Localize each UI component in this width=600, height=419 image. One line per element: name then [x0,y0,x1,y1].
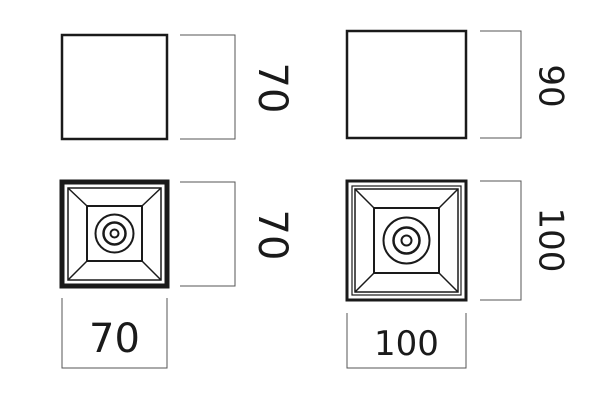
large-front-frame-2 [351,185,462,296]
small-front-bevel-tl [67,187,88,207]
large-front-lens-inner [400,234,413,247]
small-front-lens-outer [94,213,135,254]
small-front-view: 70 70 [59,179,295,369]
small-side-view: 70 [60,33,295,141]
large-front-inner-frame [354,188,459,293]
large-front-bevel-tl [354,188,375,209]
small-front-width-bracket [61,298,168,369]
large-front-bevel-br [438,272,459,293]
small-front-recess [86,205,143,262]
small-side-dimension-bracket [180,34,236,140]
large-front-bevel-tr [438,188,459,209]
large-side-view: 90 [345,29,571,140]
small-front-inner-frame [67,187,162,281]
large-front-recess [373,207,440,274]
large-front-height-label: 100 [531,208,571,273]
large-front-view: 100 100 [345,179,571,369]
large-front-lens-mid [392,226,421,255]
large-front-width-bracket [346,313,467,369]
large-side-dimension-bracket [480,30,522,139]
small-front-height-label: 70 [249,210,295,261]
large-side-body [345,29,468,140]
large-front-lens-outer [382,216,431,265]
small-front-width-label: 70 [89,316,140,362]
large-side-height-label: 90 [531,64,571,107]
small-side-body [60,33,169,141]
small-front-lens-inner [109,228,120,239]
large-front-height-bracket [480,180,522,301]
small-front-bevel-bl [67,260,88,281]
large-front-bevel-bl [354,272,375,293]
large-front-width-label: 100 [374,324,439,364]
small-front-height-bracket [180,181,236,287]
small-front-bevel-tr [141,187,162,207]
small-side-height-label: 70 [249,63,295,114]
small-front-outer-frame [59,179,170,289]
small-front-lens-mid [102,221,127,246]
large-front-outer-frame [345,179,468,302]
small-front-bevel-br [141,260,162,281]
